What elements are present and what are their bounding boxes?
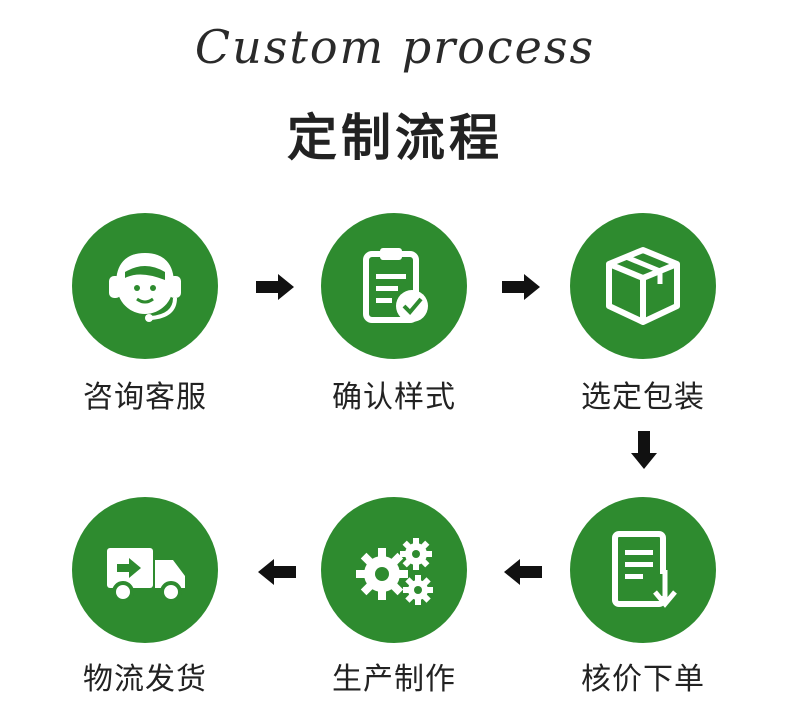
arrow-down-icon xyxy=(631,431,657,469)
step-label: 选定包装 xyxy=(581,380,705,415)
step-label: 咨询客服 xyxy=(83,380,207,415)
box-package-icon xyxy=(606,247,680,325)
step-circle-consult xyxy=(72,213,218,359)
step-circle-package xyxy=(570,213,716,359)
arrow-right-icon xyxy=(256,274,294,300)
arrow-left-icon xyxy=(504,559,542,585)
step-label: 物流发货 xyxy=(83,662,207,697)
headset-agent-icon xyxy=(109,252,181,322)
script-title: Custom process xyxy=(194,20,596,74)
step-label: 核价下单 xyxy=(581,662,705,697)
step-circle-order xyxy=(570,497,716,643)
document-download-icon xyxy=(612,531,677,608)
delivery-truck-icon xyxy=(107,548,185,603)
step-circle-confirm xyxy=(321,213,467,359)
clipboard-check-icon xyxy=(363,248,428,323)
step-circle-production xyxy=(321,497,467,643)
step-label: 生产制作 xyxy=(332,662,456,697)
gears-icon xyxy=(356,538,433,605)
page-title: 定制流程 xyxy=(287,109,503,167)
arrow-left-icon xyxy=(258,559,296,585)
arrow-right-icon xyxy=(502,274,540,300)
step-circle-delivery xyxy=(72,497,218,643)
step-label: 确认样式 xyxy=(332,380,456,415)
